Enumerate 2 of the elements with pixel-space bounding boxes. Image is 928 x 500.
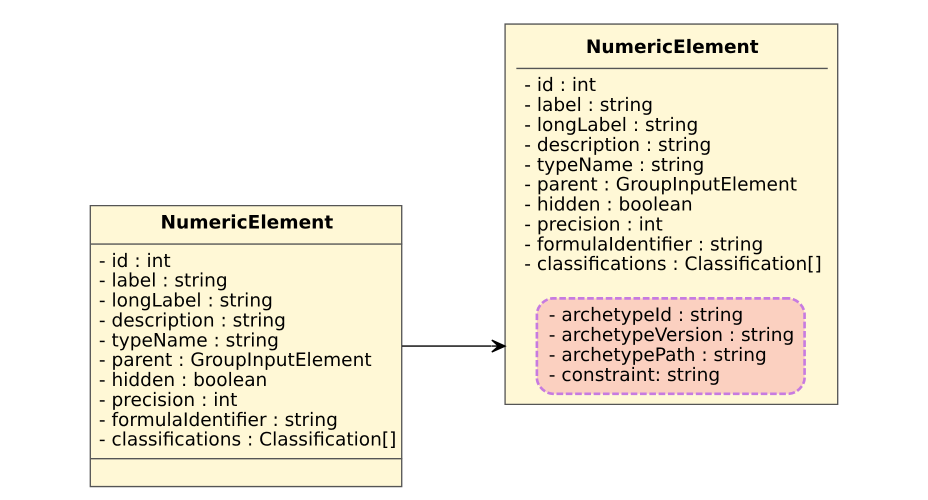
node-box: - archetypeId : string - archetypeVersion : string - archetypePath : string - constraint: string (536, 297, 806, 396)
arrow (402, 339, 506, 353)
